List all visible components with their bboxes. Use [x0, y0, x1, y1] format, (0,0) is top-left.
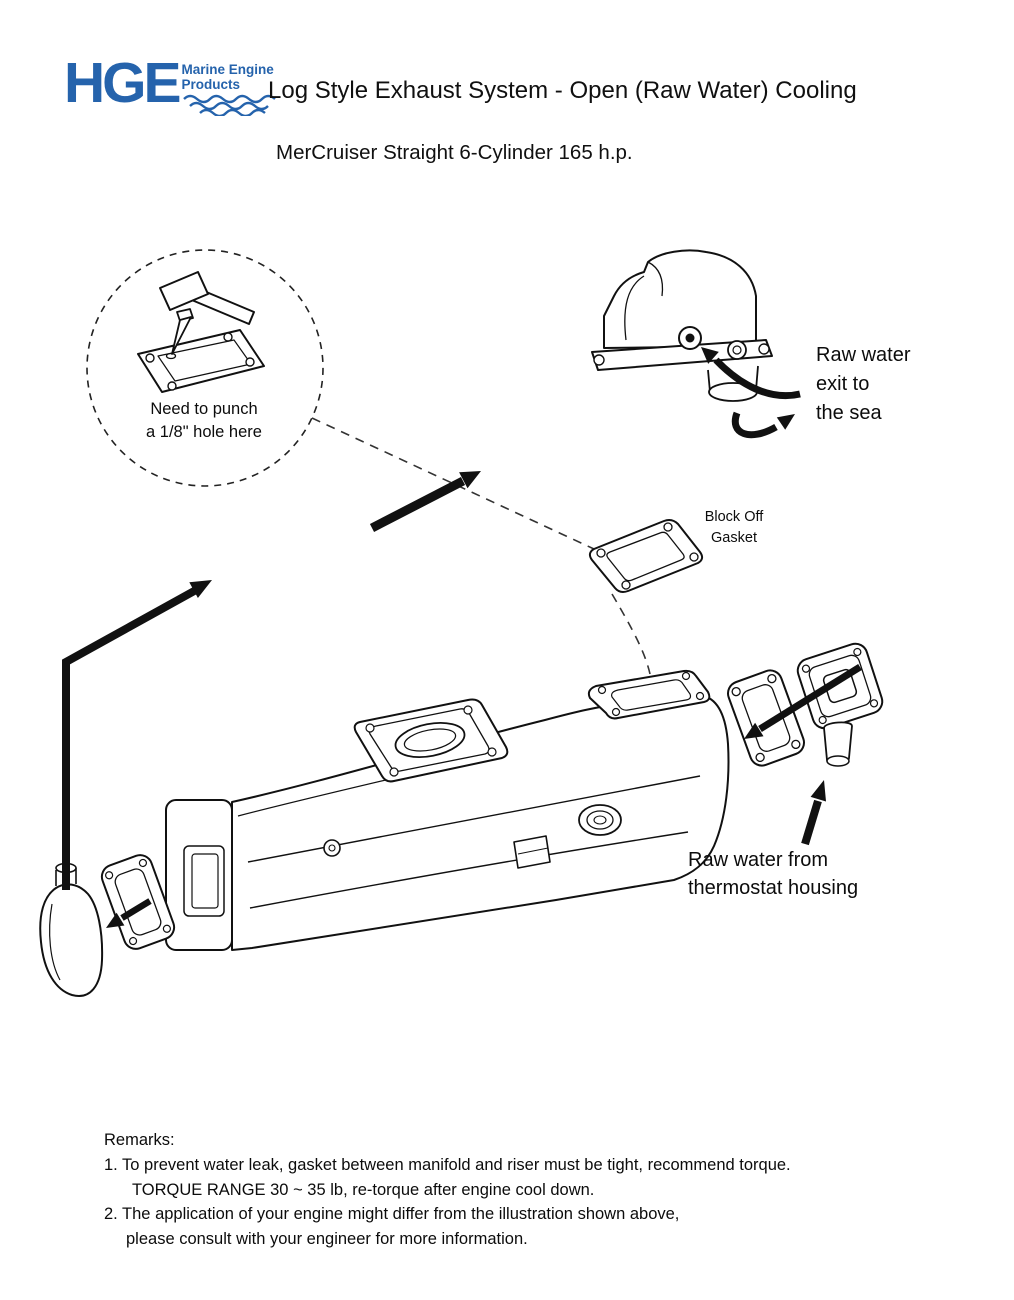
raw-water-from-line2: thermostat housing	[688, 877, 859, 899]
raw-water-exit-line2: exit to	[816, 373, 870, 395]
block-off-gasket-label: Block Off Gasket	[679, 507, 789, 548]
raw-water-exit-label: Raw water exit to the sea	[816, 341, 910, 428]
punch-note-line2: a 1/8" hole here	[146, 423, 262, 442]
logo-tagline-line2: Products	[181, 77, 241, 93]
punch-note-label: Need to punch a 1/8" hole here	[108, 398, 300, 445]
raw-water-from-line1: Raw water from	[688, 849, 829, 871]
hammer-icon	[159, 271, 255, 325]
thermostat-flange-illustration	[796, 642, 884, 730]
block-off-line1: Block Off	[704, 509, 764, 525]
remark-item-1: 1. To prevent water leak, gasket between…	[104, 1155, 791, 1174]
page-subtitle: MerCruiser Straight 6-Cylinder 165 h.p.	[276, 141, 633, 164]
punch-note-line1: Need to punch	[150, 400, 258, 418]
water-pocket-illustration	[39, 862, 104, 997]
riser-illustration	[591, 249, 773, 402]
thermostat-fitting-illustration	[823, 721, 853, 767]
block-off-gasket-illustration	[588, 519, 704, 593]
supply-arrow	[62, 580, 212, 890]
exit-hole-arrow	[701, 347, 801, 400]
leader-lines	[311, 417, 651, 675]
raw-water-exit-line1: Raw water	[816, 344, 911, 366]
pocket-arrow	[106, 898, 152, 928]
block-off-line2: Gasket	[711, 529, 757, 546]
to-sea-arrow	[731, 411, 795, 439]
punch-detail-circle	[86, 249, 324, 487]
logo-tagline: Marine Engine Products	[181, 62, 286, 117]
raw-water-from-label: Raw water from thermostat housing	[688, 846, 858, 902]
manifold-illustration	[165, 669, 730, 951]
page-title: Log Style Exhaust System - Open (Raw Wat…	[268, 77, 857, 104]
remark-item-2-continued: please consult with your engineer for mo…	[126, 1230, 528, 1248]
inlet-arrow	[744, 664, 862, 739]
remarks-section: Remarks: 1. To prevent water leak, gaske…	[104, 1128, 934, 1252]
thermostat-label-arrow	[801, 780, 826, 846]
raw-water-exit-line3: the sea	[816, 402, 882, 424]
punch-target-arrow	[369, 471, 481, 532]
remarks-heading: Remarks:	[104, 1131, 175, 1149]
inlet-gasket-illustration	[727, 669, 805, 767]
gasket-plate-illustration	[137, 329, 265, 393]
logo-text: HGE	[64, 51, 182, 115]
logo-tagline-line1: Marine Engine	[181, 62, 274, 77]
waves-icon	[182, 95, 276, 117]
remark-item-1-continued: TORQUE RANGE 30 ~ 35 lb, re-torque after…	[132, 1180, 595, 1199]
hge-logo: HGE Marine Engine Products	[64, 51, 286, 117]
remark-item-2: 2. The application of your engine might …	[104, 1205, 680, 1224]
punch-tool-icon	[171, 308, 194, 355]
